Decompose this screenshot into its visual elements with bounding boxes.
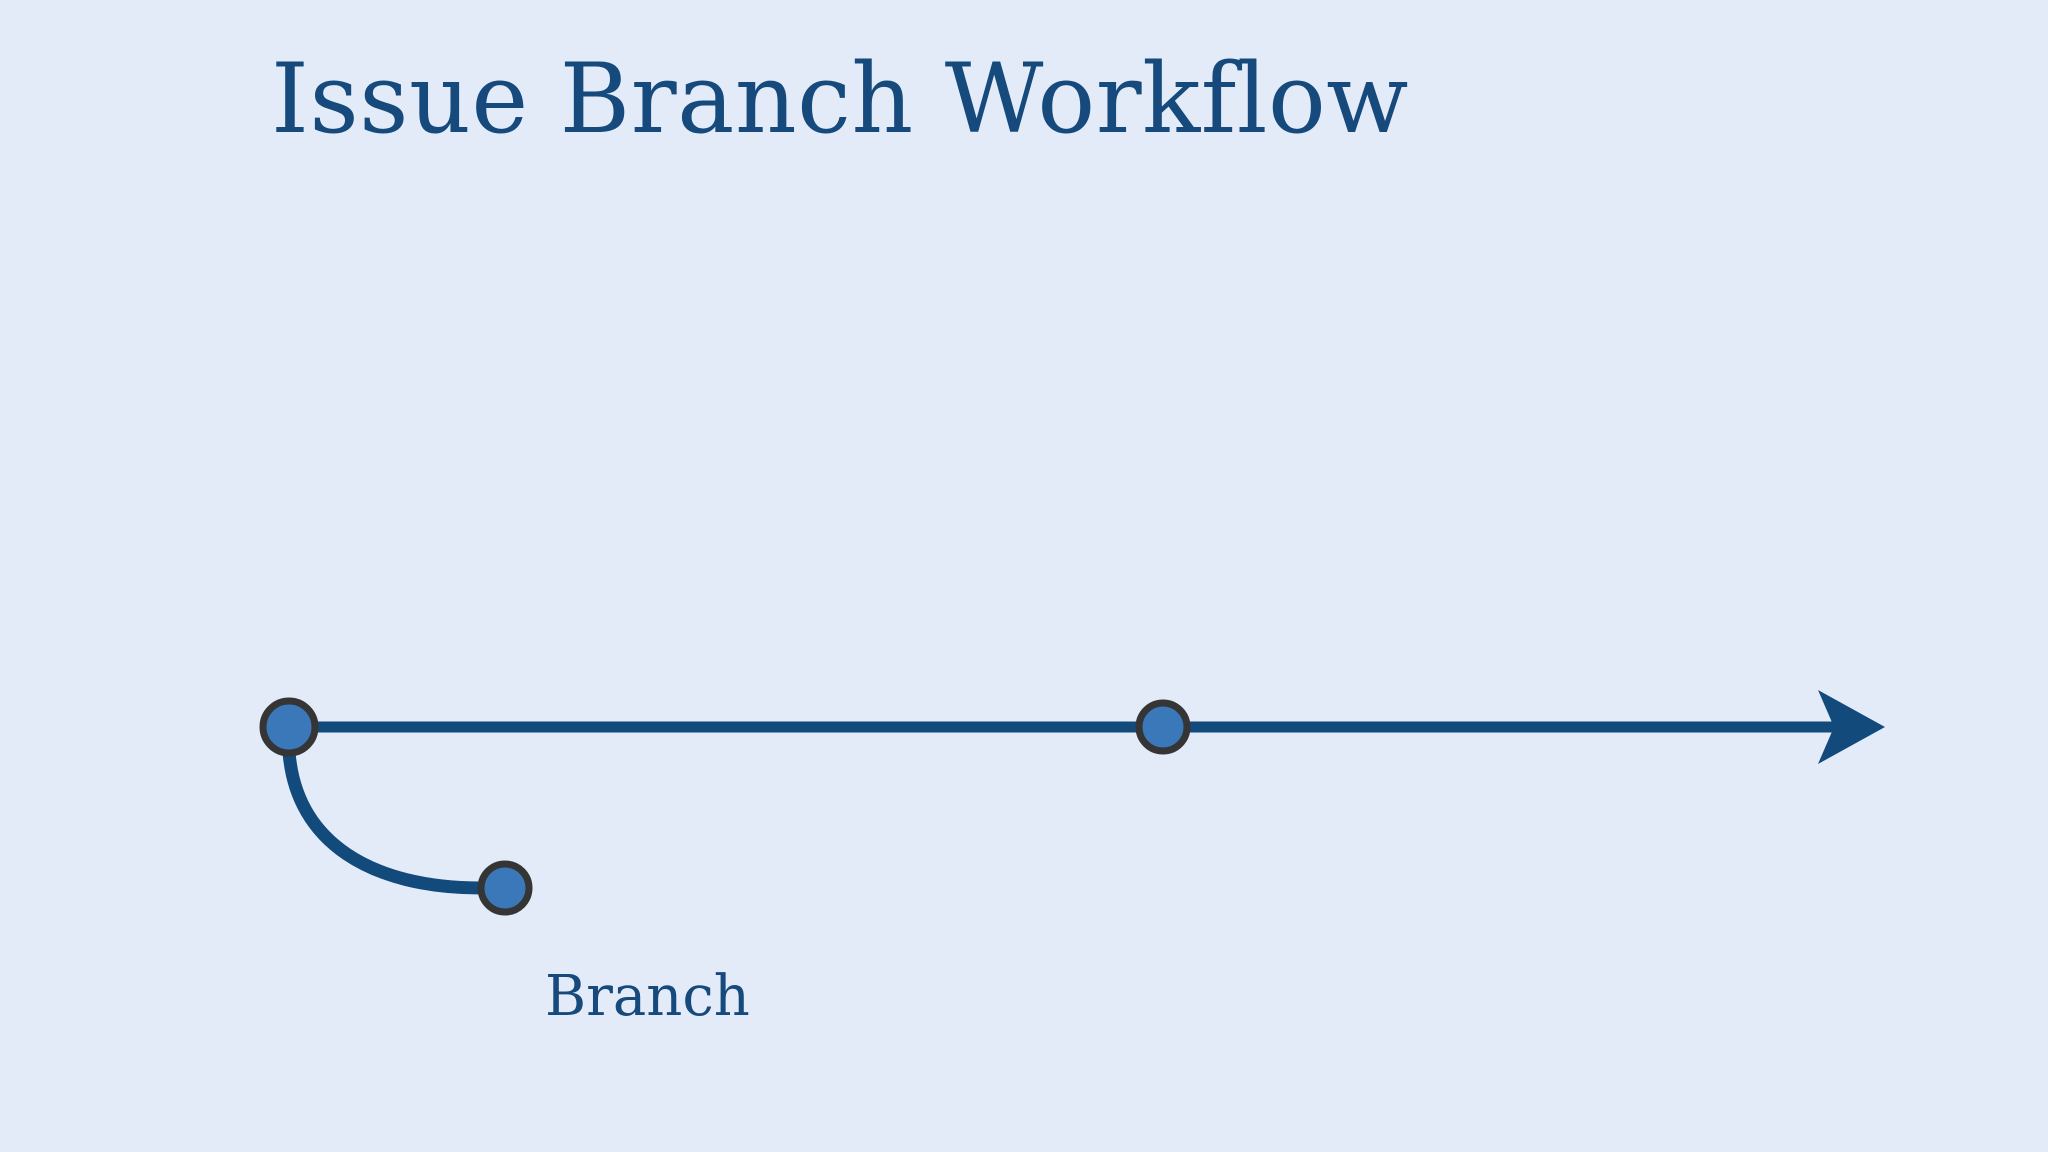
node-main-commit-1[interactable] <box>259 697 319 757</box>
branch-label: Branch <box>545 964 750 1029</box>
arrow-head-icon <box>1818 690 1885 764</box>
node-main-commit-2[interactable] <box>1135 699 1191 755</box>
page-title: Issue Branch Workflow <box>271 43 1409 155</box>
branch-curve-edge <box>282 745 488 895</box>
node-branch-commit-1[interactable] <box>477 860 533 916</box>
